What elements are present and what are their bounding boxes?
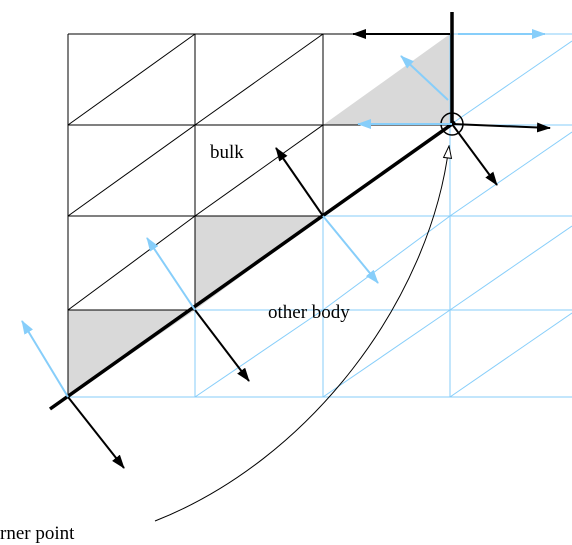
other-normal-arrows <box>21 29 546 398</box>
arrow-bulk-1 <box>67 396 125 469</box>
bulk-normal-arrows <box>67 29 551 469</box>
corner-point-pointer <box>154 146 449 522</box>
arrow-bulk-5 <box>451 122 551 133</box>
interface-lines <box>48 12 457 411</box>
arrow-other-2 <box>146 237 196 311</box>
label-other-body: other body <box>268 302 350 323</box>
interface-diagonal <box>48 120 457 411</box>
boundary-cell-3 <box>323 34 450 125</box>
label-corner-point: rner point <box>0 523 75 544</box>
arrow-bulk-2 <box>194 309 250 382</box>
arrow-other-1 <box>21 320 69 398</box>
arrow-other-3 <box>322 215 379 284</box>
arrow-bulk-3 <box>275 147 324 217</box>
other-body-mesh <box>68 33 572 398</box>
arrow-bulk-4 <box>451 123 498 186</box>
arrow-other-4 <box>400 55 449 101</box>
label-bulk: bulk <box>210 142 244 163</box>
